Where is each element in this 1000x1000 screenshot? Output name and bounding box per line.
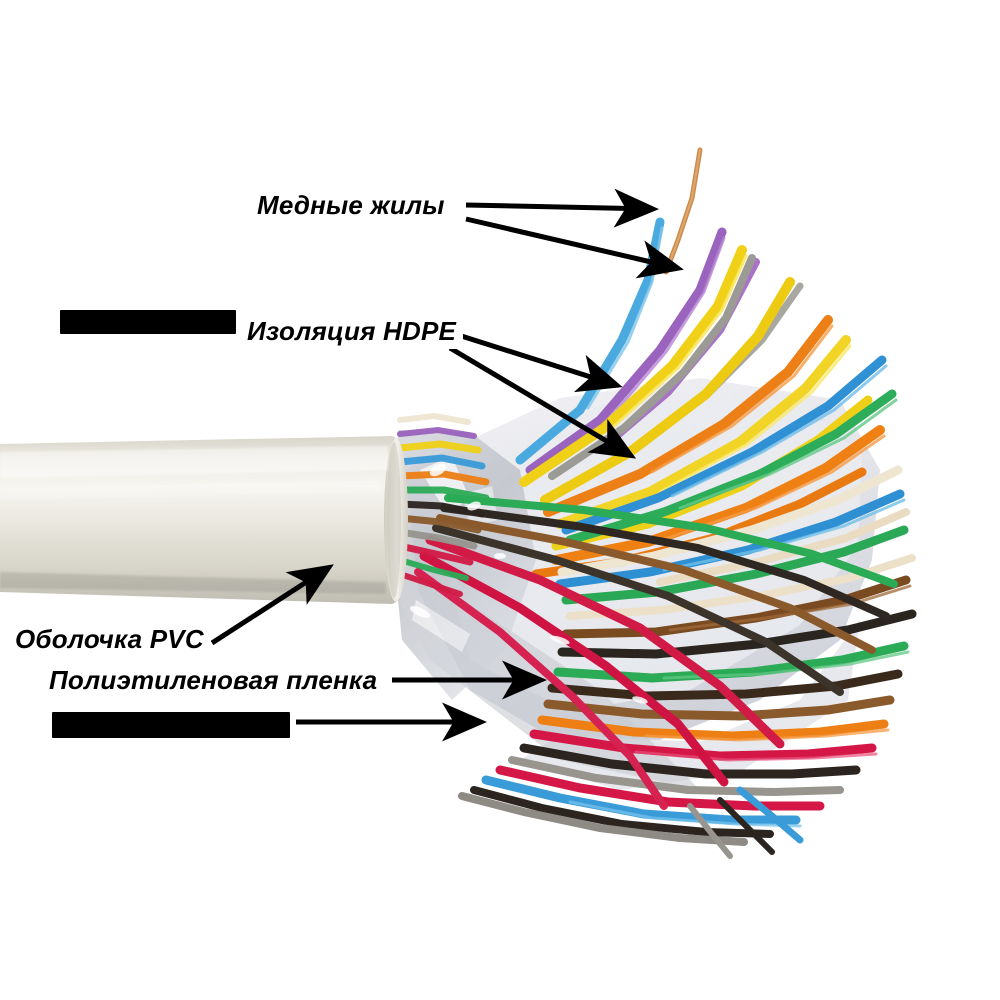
redaction-upper xyxy=(60,310,236,334)
wire-bundle-mouth xyxy=(396,412,490,597)
pvc-jacket xyxy=(0,436,408,604)
redaction-lower xyxy=(52,712,290,738)
wire-bundle-lower xyxy=(414,494,917,859)
callout-label-copper-conductors: Медные жилы xyxy=(250,188,452,223)
callout-arrow-copper-conductors-1 xyxy=(465,216,684,279)
callout-arrow-hdpe-insulation-0 xyxy=(454,331,623,393)
callout-label-polyethylene-film: Полиэтиленовая пленка xyxy=(42,663,385,698)
callout-label-pvc-sheath: Оболочка PVC xyxy=(8,622,211,657)
callout-arrow-copper-conductors-0 xyxy=(465,188,659,228)
callout-label-hdpe-insulation: Изоляция HDPE xyxy=(240,314,464,349)
film-highlights xyxy=(409,463,648,704)
callout-arrow-pvc-sheath-0 xyxy=(210,564,334,646)
callout-arrow-hdpe-insulation-1 xyxy=(448,345,637,459)
